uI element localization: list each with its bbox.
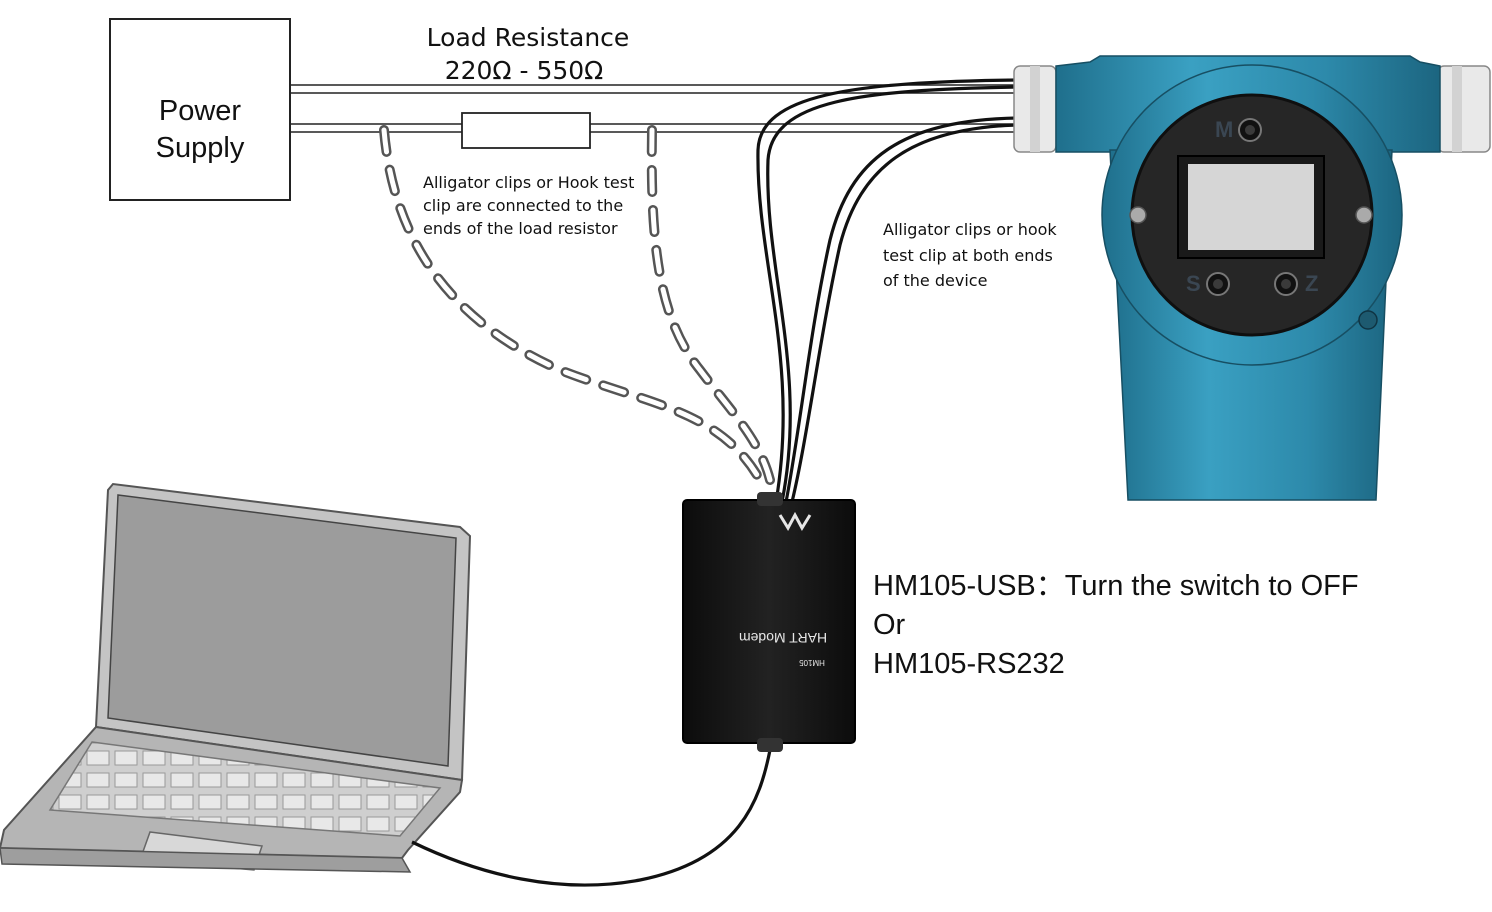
- power-supply: Power Supply: [109, 18, 291, 201]
- power-supply-label-line1: Power: [159, 95, 242, 127]
- load-resistance-range: 220Ω - 550Ω: [445, 56, 604, 85]
- laptop-screen: [107, 494, 457, 767]
- right-cable-gland: [1437, 65, 1491, 153]
- model-usb-line: HM105-USB：Turn the switch to OFF: [873, 570, 1359, 602]
- device-note-line1: Alligator clips or hook: [883, 220, 1057, 239]
- power-supply-box: [109, 18, 291, 201]
- laptop-front-edge: [0, 847, 412, 873]
- modem-to-laptop-cable: [411, 749, 772, 887]
- modem-logo-icon: [778, 511, 812, 532]
- modem-name: HART Modem: [739, 630, 827, 646]
- device-note-line3: of the device: [883, 271, 987, 290]
- screw-right-icon: [1355, 206, 1373, 224]
- resistor-note-line3: ends of the load resistor: [423, 219, 618, 238]
- device-lead-d: [790, 123, 1020, 504]
- laptop: [0, 482, 472, 873]
- button-label-m: M: [1215, 117, 1233, 142]
- device-lead-b: [766, 85, 1020, 504]
- lcd-display: [1188, 164, 1314, 250]
- resistor-note-line2: clip are connected to the: [423, 196, 623, 215]
- button-label-s: S: [1186, 271, 1201, 296]
- button-z-center: [1281, 279, 1291, 289]
- device-clip-note: Alligator clips or hook test clip at bot…: [883, 220, 1057, 290]
- modem-models: HM105-USB：Turn the switch to OFF Or HM10…: [873, 570, 1359, 680]
- right-cable-gland-rib: [1452, 66, 1462, 152]
- modem-body: [682, 499, 856, 744]
- laptop-keyboard: [48, 741, 442, 837]
- model-or-line: Or: [873, 609, 906, 641]
- power-supply-label-line2: Supply: [156, 132, 245, 164]
- modem-top-connector: [757, 492, 783, 506]
- button-m-center: [1245, 125, 1255, 135]
- hart-modem: HART Modem HM105: [682, 492, 856, 752]
- side-screw-icon: [1358, 310, 1378, 330]
- model-rs232-line: HM105-RS232: [873, 648, 1065, 680]
- device-note-line2: test clip at both ends: [883, 246, 1053, 265]
- field-transmitter: M S Z: [1013, 55, 1491, 501]
- device-lead-a: [756, 78, 1020, 504]
- device-lead-c: [784, 116, 1020, 504]
- resistor-clip-leads: [379, 125, 775, 485]
- modem-bottom-connector: [757, 738, 783, 752]
- screw-left-icon: [1129, 206, 1147, 224]
- resistor-lead-left-inner: [381, 127, 763, 483]
- resistor-note-line1: Alligator clips or Hook test: [423, 173, 634, 192]
- resistor-lead-right-inner: [649, 127, 773, 483]
- button-s-center: [1213, 279, 1223, 289]
- load-resistance-title: Load Resistance: [427, 23, 630, 52]
- load-resistor: [461, 112, 591, 149]
- left-cable-gland-rib: [1030, 66, 1040, 152]
- modem-model-code: HM105: [799, 658, 825, 667]
- resistor-clip-note: Alligator clips or Hook test clip are co…: [423, 173, 634, 238]
- device-clip-leads: [756, 78, 1020, 504]
- button-label-z: Z: [1305, 271, 1318, 296]
